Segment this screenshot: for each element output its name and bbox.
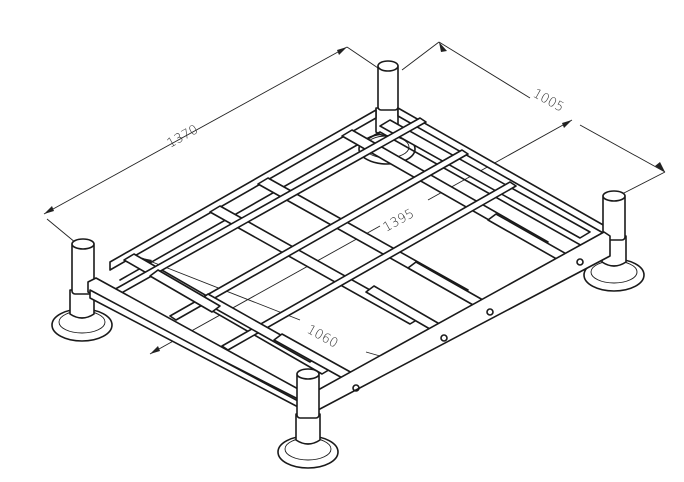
frame-deck-slats	[149, 213, 571, 381]
dimension-inner-width-label: 1060	[304, 322, 340, 351]
frame-long-slats	[109, 117, 517, 351]
dimension-diagonal-label: 1395	[381, 206, 417, 235]
frame-front-rails	[87, 231, 611, 411]
dimension-length-label: 1370	[165, 122, 201, 151]
post-right	[583, 190, 645, 292]
dimension-width-label: 1005	[530, 86, 566, 115]
post-front	[277, 368, 339, 469]
dimension-width: 1005	[401, 41, 666, 195]
